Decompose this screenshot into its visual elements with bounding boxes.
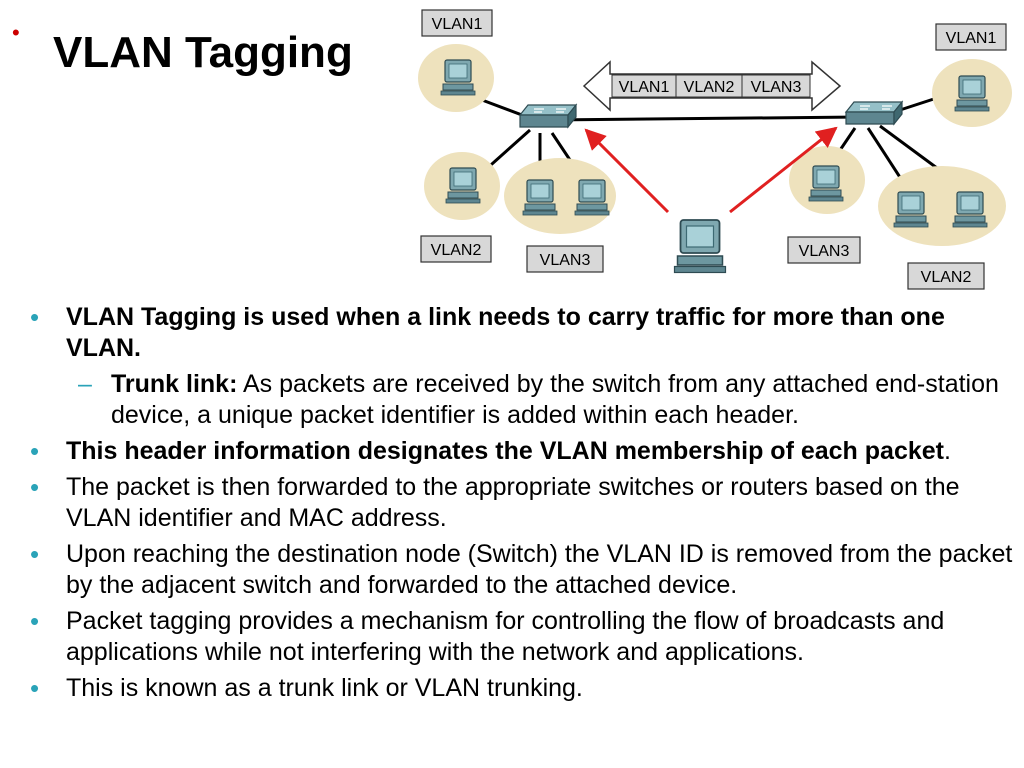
bullet-text: Packet tagging provides a mechanism for … bbox=[66, 607, 945, 666]
bullet-marker: • bbox=[30, 436, 40, 466]
center-pc bbox=[673, 219, 727, 274]
sub-bullet-term: Trunk link: bbox=[111, 370, 238, 398]
trunk-segment-vlan1: VLAN1 bbox=[619, 79, 670, 96]
bullet-text: . bbox=[943, 437, 951, 465]
bullet-item: • Packet tagging provides a mechanism fo… bbox=[30, 606, 1020, 668]
bullet-item: • The packet is then forwarded to the ap… bbox=[30, 472, 1020, 534]
label-top-right-vlan1: VLAN1 bbox=[946, 30, 997, 47]
vlan-labels: VLAN1 VLAN1 VLAN2 VLAN3 VLAN3 VLAN2 bbox=[420, 9, 1007, 290]
bullet-text: The packet is then forwarded to the appr… bbox=[66, 473, 960, 532]
sub-bullet-item: – Trunk link: As packets are received by… bbox=[30, 369, 1020, 431]
label-right-vlan2: VLAN2 bbox=[921, 269, 972, 286]
sub-bullet-marker: – bbox=[78, 370, 92, 398]
switches bbox=[519, 101, 903, 128]
bullet-list: • VLAN Tagging is used when a link needs… bbox=[30, 302, 1020, 709]
bullet-text-bold: This header information designates the V… bbox=[66, 437, 944, 465]
trunk-segment-vlan2: VLAN2 bbox=[684, 79, 735, 96]
label-top-left-vlan1: VLAN1 bbox=[432, 16, 483, 33]
bullet-marker: • bbox=[30, 302, 40, 332]
bullet-item: • VLAN Tagging is used when a link needs… bbox=[30, 302, 1020, 364]
bullet-item: • This header information designates the… bbox=[30, 436, 1020, 467]
label-left-vlan3: VLAN3 bbox=[540, 252, 591, 269]
bullet-item: • This is known as a trunk link or VLAN … bbox=[30, 673, 1020, 704]
trunk-segment-vlan3: VLAN3 bbox=[751, 79, 802, 96]
bullet-text: This is known as a trunk link or VLAN tr… bbox=[66, 674, 583, 702]
bullet-text: Upon reaching the destination node (Swit… bbox=[66, 540, 1013, 599]
bullet-text: VLAN Tagging is used when a link needs t… bbox=[66, 303, 945, 362]
trunk-arrow: VLAN1 VLAN2 VLAN3 bbox=[582, 60, 842, 112]
title-marker: • bbox=[12, 20, 20, 45]
label-left-vlan2: VLAN2 bbox=[431, 242, 482, 259]
bullet-item: • Upon reaching the destination node (Sw… bbox=[30, 539, 1020, 601]
bullet-marker: • bbox=[30, 472, 40, 502]
bullet-marker: • bbox=[30, 606, 40, 636]
label-right-vlan3: VLAN3 bbox=[799, 243, 850, 260]
sub-bullet-text: As packets are received by the switch fr… bbox=[111, 370, 999, 429]
bullet-marker: • bbox=[30, 539, 40, 569]
tagging-arrows bbox=[584, 126, 838, 214]
bullet-marker: • bbox=[30, 673, 40, 703]
slide-title: VLAN Tagging bbox=[53, 28, 353, 77]
vlan-tagging-diagram: VLAN1 VLAN2 VLAN3 VLAN1 VLAN1 VLAN2 VLAN… bbox=[418, 9, 1012, 290]
